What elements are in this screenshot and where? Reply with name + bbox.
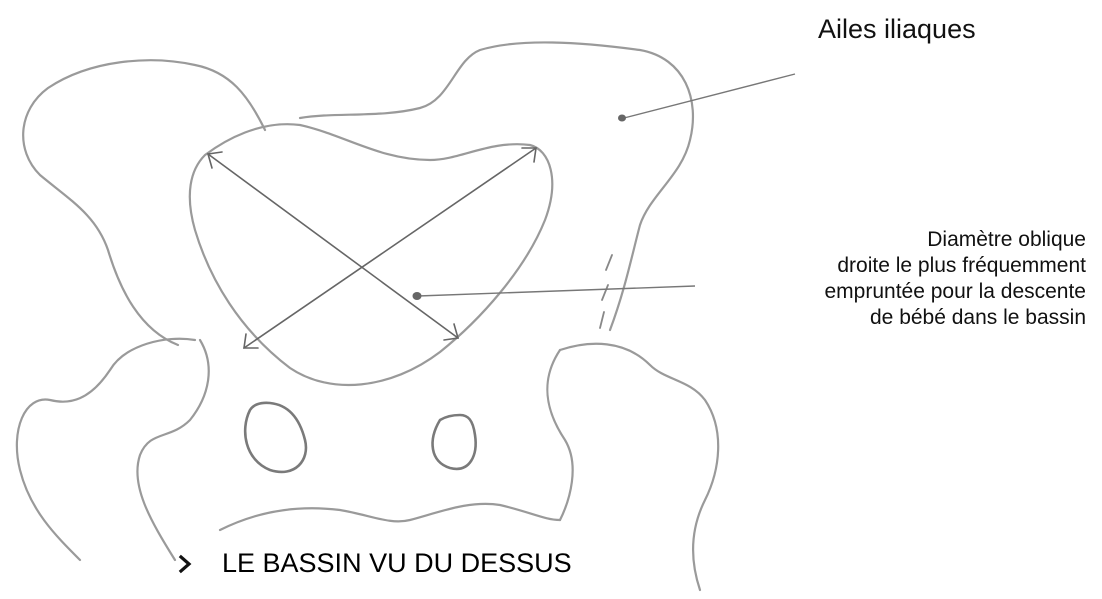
right-lower-branch [547,350,572,520]
right-iliac-wing [300,42,693,330]
oblique-diameter-line-2: droite le plus fréquemment [824,253,1086,279]
oblique-diameter-line-1: Diamètre oblique [824,227,1086,253]
right-wing-shading [600,255,612,328]
left-obturator-foramen [245,403,306,472]
left-oblique-diameter-line [244,148,536,348]
iliac-wings-label: Ailes iliaques [818,14,976,45]
figure-caption: LE BASSIN VU DU DESSUS [178,548,572,579]
chevron-right-icon [178,553,192,575]
pubic-arch [220,504,560,530]
oblique-diameter-line-3: empruntée pour la descente [824,279,1086,305]
oblique-diameter-label: Diamètre oblique droite le plus fréquemm… [824,227,1086,331]
caption-text: LE BASSIN VU DU DESSUS [222,548,572,579]
iliac-wing-leader-line [624,74,795,118]
oblique-diameter-marker [413,292,422,300]
right-oblique-diameter-line [208,154,458,338]
oblique-diameter-leader-line [418,286,695,296]
oblique-diameter-line-4: de bébé dans le bassin [824,305,1086,331]
iliac-wing-marker [618,115,626,122]
right-obturator-foramen [433,415,476,469]
left-femoral-head [17,339,195,560]
right-femoral-head [560,344,718,590]
left-lower-branch [137,340,208,560]
